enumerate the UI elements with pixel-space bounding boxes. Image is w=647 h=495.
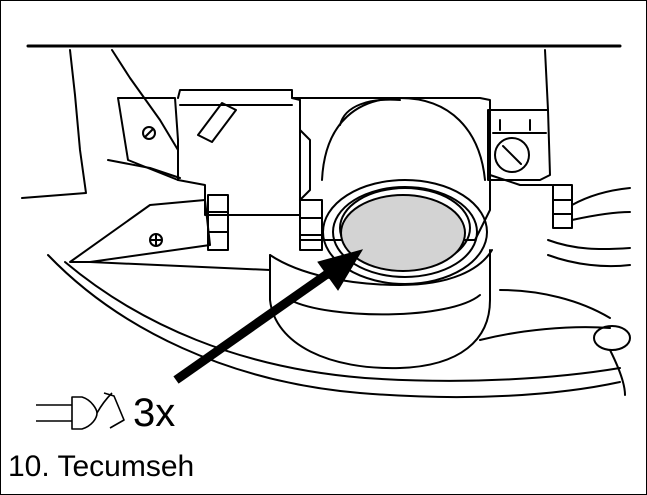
mounting-bracket (117, 97, 179, 181)
adjust-screw-block (487, 109, 551, 181)
bolt-right (552, 184, 573, 229)
figure-caption: 10. Tecumseh (8, 450, 195, 483)
filter-ring-outer (322, 179, 488, 285)
cowl-curve-inner (64, 261, 621, 382)
mount-hole (593, 325, 631, 351)
filter-element (340, 194, 466, 272)
squeeze-bulb-icon (36, 392, 125, 430)
bowl-dome (321, 97, 486, 181)
arrow (173, 249, 364, 384)
repeat-count-label: 3x (133, 391, 176, 435)
carburetor-body (177, 89, 301, 216)
cowl-curve-outer (47, 254, 621, 399)
cover-left-contour (21, 49, 87, 199)
bolt-left (207, 194, 229, 251)
bolt-middle (299, 199, 323, 251)
